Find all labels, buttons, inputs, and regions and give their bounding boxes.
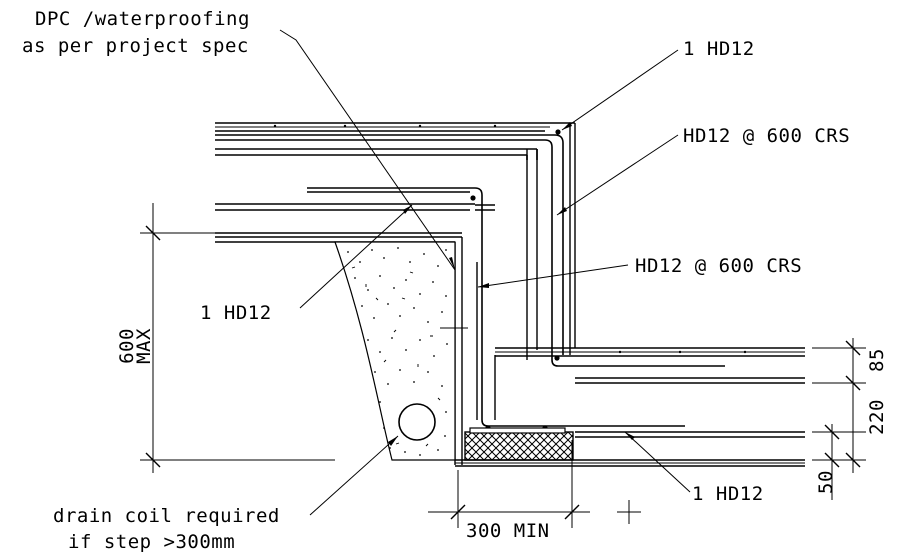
dimension-220-text: 220 [866,399,888,435]
gravel-texture [347,247,448,456]
dimension-600-max [140,203,335,473]
gravel-backfill [334,241,456,461]
dimension-max-note: MAX [133,328,155,364]
label-drain-line1: drain coil required [53,505,280,527]
dimension-300-min [428,440,590,528]
starter-bar [307,187,685,427]
label-upper-stem: HD12 @ 600 CRS [683,125,850,147]
dimension-600-value: 600 [116,328,138,364]
label-drain-line2: if step >300mm [68,531,235,553]
dimension-85-text: 85 [866,348,888,372]
label-top-bar: 1 HD12 [683,38,755,60]
label-dpc-line2: as per project spec [22,35,249,57]
label-left-bar: 1 HD12 [200,302,272,324]
label-dpc-line1: DPC /waterproofing [35,8,250,30]
upper-stem-bar [215,139,725,367]
label-bottom-bar: 1 HD12 [692,483,764,505]
label-lower-stem: HD12 @ 600 CRS [635,255,802,277]
drain-coil [398,403,436,441]
leaders [279,29,691,516]
top-bar-bent [215,134,564,355]
bearer-block-hatch [464,431,574,461]
dimension-slab-stack [812,338,866,500]
inner-vertical-face [526,149,538,160]
reference-crosses [440,318,641,524]
rebar-dots [273,124,747,431]
dimension-300-min-text: 300 MIN [466,520,550,542]
dimension-50-text: 50 [815,470,837,494]
